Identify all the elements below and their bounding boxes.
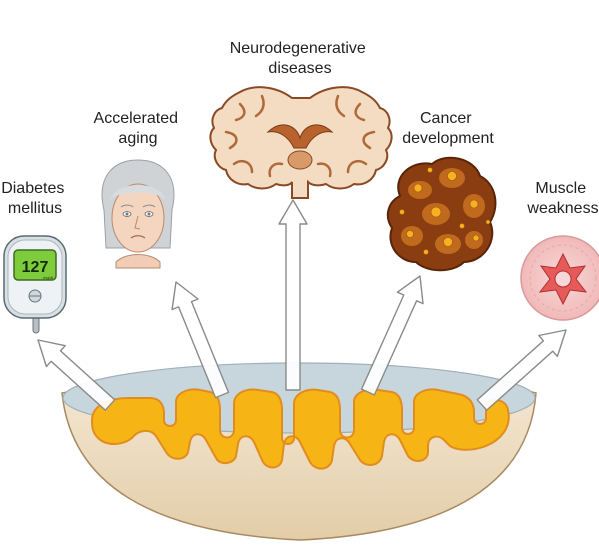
svg-text:Diabetes mellitus: Diabetes mellitus [1, 180, 69, 217]
label-cancer-line1: Cancer [420, 110, 472, 127]
svg-text:Muscle weakness: Muscle weakness [526, 180, 598, 217]
meter-reading: 127 [22, 259, 49, 276]
label-aging-line1: Accelerated [94, 110, 179, 127]
label-aging-line2: aging [118, 130, 157, 147]
svg-text:Neurodegenerative diseas: Neurodegenerative diseases [230, 40, 371, 77]
arrow-to-neuro [278, 199, 308, 391]
matrix-with-cristae [91, 388, 510, 470]
label-muscle-line2: weakness [526, 200, 598, 217]
meter-unit: mg/dl [43, 275, 53, 280]
label-cancer-line2: development [402, 130, 494, 147]
arrow-to-cancer [360, 275, 424, 396]
tumor [386, 156, 497, 272]
meter-screen [13, 249, 57, 281]
label-neuro-line1: Neurodegenerative [230, 40, 366, 57]
arrow-to-muscle [476, 329, 567, 411]
arrow-to-diabetes [37, 339, 116, 411]
arrows-group [37, 199, 567, 411]
labels: Diabetes mellitus Accelerated aging Neur… [1, 40, 598, 217]
brain-section [209, 86, 393, 199]
label-neuro-line2: diseases [268, 60, 331, 77]
label-diabetes-line2: mellitus [8, 200, 62, 217]
brain-ventricles [266, 124, 334, 149]
label-muscle-line1: Muscle [535, 180, 586, 197]
tumor-cells [399, 167, 491, 255]
arrow-to-aging [171, 281, 230, 399]
glucometer: 127 mg/dl [3, 235, 67, 334]
muscle-fiber [520, 235, 599, 321]
svg-text:Cancer development: Cancer development [402, 110, 494, 147]
brain-gyri [224, 94, 376, 178]
svg-text:Accelerated aging: Accelerated aging [94, 110, 183, 147]
label-diabetes-line1: Diabetes [1, 180, 64, 197]
elderly-face [101, 159, 175, 269]
